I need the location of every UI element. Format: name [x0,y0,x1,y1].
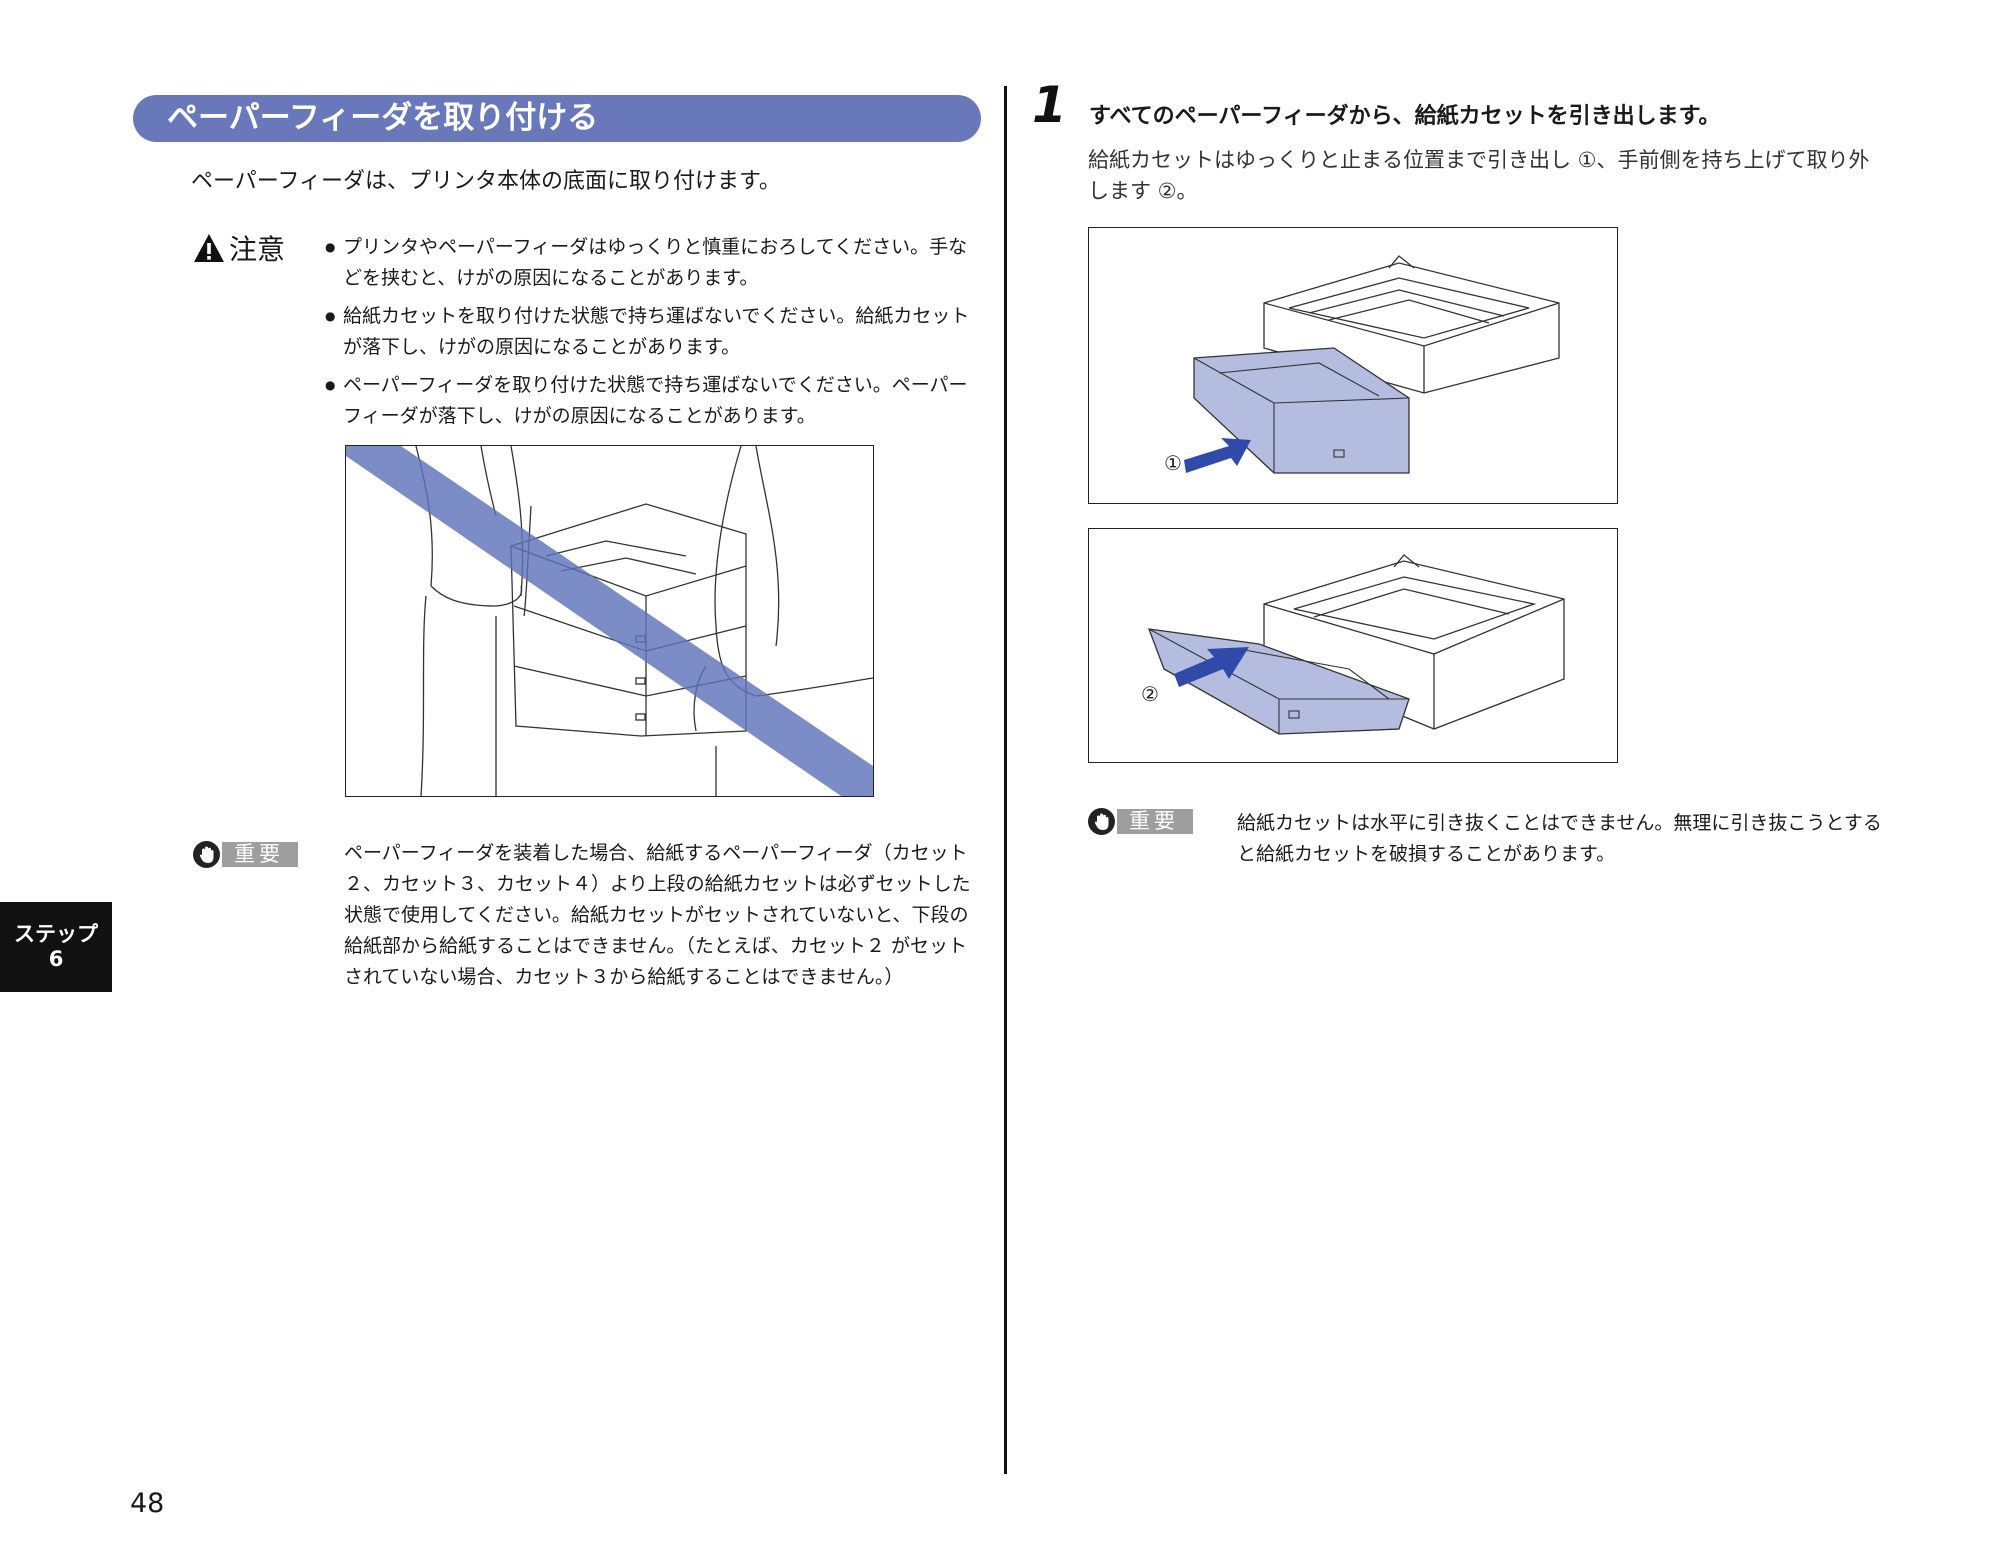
important-text: ペーパーフィーダを装着した場合、給紙するペーパーフィーダ（カセット２、カセット３… [344,842,971,988]
carry-illustration [346,446,873,796]
section-title: ペーパーフィーダを取り付ける [133,95,981,142]
important-badge: 重要 [193,841,298,868]
step-title: すべてのペーパーフィーダから、給紙カセットを引き出します。 [1089,104,1721,129]
step-side-tab[interactable]: ステップ 6 [0,902,112,992]
caution-text: 注意 [229,233,286,266]
fig2-step-label: ② [1141,682,1159,706]
page-number: 48 [130,1488,165,1519]
warning-icon [194,234,224,262]
caution-item: ペーパーフィーダを取り付けた状態で持ち運ばないでください。ペーパーフィーダが落下… [325,370,985,432]
important-badge: 重要 [1088,808,1193,835]
column-divider [1004,86,1007,1474]
side-tab-number: 6 [48,947,64,971]
remove-cassette-figure: ② [1088,528,1618,763]
important-text: 給紙カセットは水平に引き抜くことはできません。無理に引き抜こうとすると給紙カセッ… [1237,812,1882,865]
caution-label: 注意 [193,228,285,268]
pull-out-cassette-figure: ① [1088,227,1618,504]
caution-list: プリンタやペーパーフィーダはゆっくりと慎重におろしてください。手などを挟むと、け… [325,232,985,439]
step-description: 給紙カセットはゆっくりと止まる位置まで引き出し ①、手前側を持ち上げて取り外しま… [1088,148,1870,203]
important-label: 重要 [222,842,298,867]
important-label: 重要 [1117,809,1193,834]
hand-stop-icon [1088,808,1115,835]
step-number: 1 [1032,76,1067,134]
lead-text: ペーパーフィーダは、プリンタ本体の底面に取り付けます。 [191,169,781,194]
hand-stop-icon [193,841,220,868]
carry-prohibited-figure [345,445,874,797]
remove-illustration: ② [1141,554,1565,735]
fig1-step-label: ① [1164,451,1182,475]
caution-item: プリンタやペーパーフィーダはゆっくりと慎重におろしてください。手などを挟むと、け… [325,232,985,294]
pull-out-illustration: ① [1164,255,1560,475]
side-tab-label: ステップ [14,922,98,946]
caution-item: 給紙カセットを取り付けた状態で持ち運ばないでください。給紙カセットが落下し、けが… [325,301,985,363]
